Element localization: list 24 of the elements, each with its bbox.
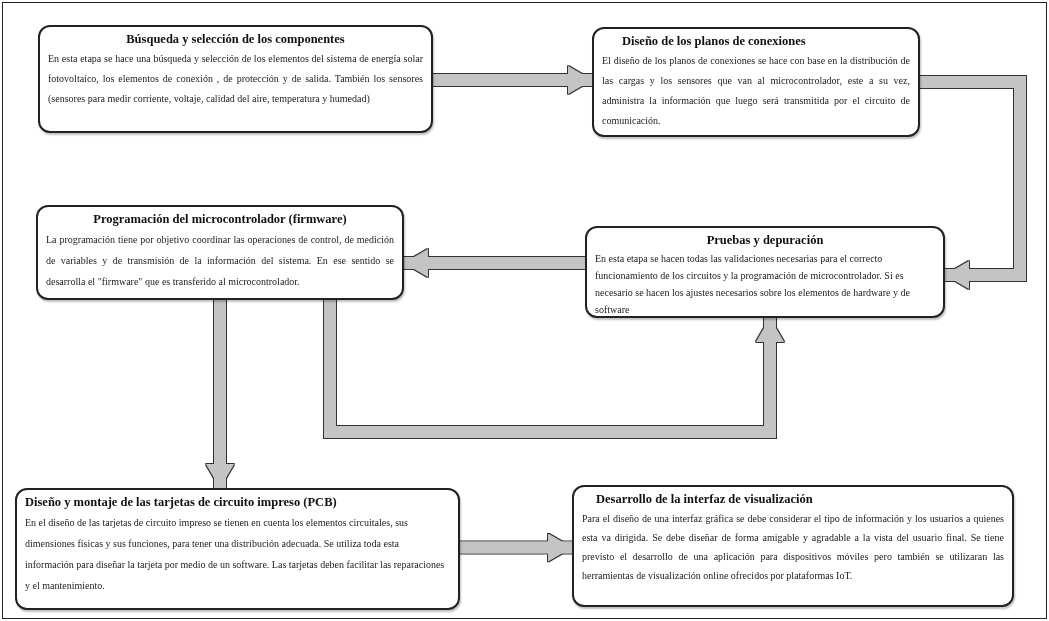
box-heading: Diseño de los planos de conexiones — [621, 33, 807, 49]
box-heading: Desarrollo de la interfaz de visualización — [595, 491, 814, 507]
block-arrow — [324, 300, 784, 438]
block-arrow — [404, 249, 585, 277]
box-heading: Diseño y montaje de las tarjetas de circuito impreso (PCB) — [25, 494, 338, 510]
box-heading: Pruebas y depuración — [705, 232, 825, 248]
box-heading: Búsqueda y selección de los componentes — [125, 31, 346, 47]
block-arrow — [433, 66, 592, 94]
process-box — [36, 205, 404, 300]
block-arrow — [206, 300, 234, 488]
block-arrow — [920, 76, 1026, 289]
box-heading: Programación del microcontrolador (firmware) — [92, 211, 348, 227]
box-description: En esta etapa se hacen todas las validaciones necesarias para el correcto funcionamiento de los circuitos y la programación de microcontrolador. Si es necesario se hacen los ajustes necesarios sobre los elementos de hardware y de software — [595, 252, 911, 317]
process-box — [585, 226, 945, 318]
box-description: La programación tiene por objetivo coordinar las operaciones de control, de medición de variables y de transmisión de la información del sistema. En ese sentido se desarrolla el "firmware" que es transferido al microcontrolador. — [46, 233, 394, 289]
process-box — [592, 27, 920, 137]
process-box — [572, 485, 1014, 607]
box-description: En el diseño de las tarjetas de circuito impreso se tienen en cuenta los elementos circuitales, sus dimensiones físicas y sus funciones, para tener una distribución adecuada. Se utiliza toda esta información para diseñar la tarjeta por medio de un software. Las tarjetas deben facilitar las reparaciones y el mantenimiento. — [25, 516, 446, 593]
box-description: Para el diseño de una interfaz gráfica se debe considerar el tipo de información y los usuarios a quienes esta va dirigida. Se debe diseñar de forma amigable y agradable a la vista del usuario final. Se tiene previsto el desarrollo de una aplicación para dispositivos móviles pero también se utilizaran las herramientas de visualización online ofrecidos por plataformas IoT. — [582, 512, 1004, 583]
box-description: El diseño de los planos de conexiones se hace con base en la distribución de las cargas y los sensores que van al microcontrolador, este a su vez, administra la información que luego será transmitida por el circuito de comunicación. — [602, 54, 910, 128]
box-description: En esta etapa se hace una búsqueda y selección de los elementos del sistema de energía solar fotovoltaico, los elementos de conexión , de protección y de salida. También los sensores (sensores para medir corriente, voltaje, calidad del aire, temperatura y humedad) — [48, 52, 423, 106]
process-box — [38, 25, 433, 133]
block-arrow — [460, 533, 572, 562]
process-box — [15, 488, 460, 610]
